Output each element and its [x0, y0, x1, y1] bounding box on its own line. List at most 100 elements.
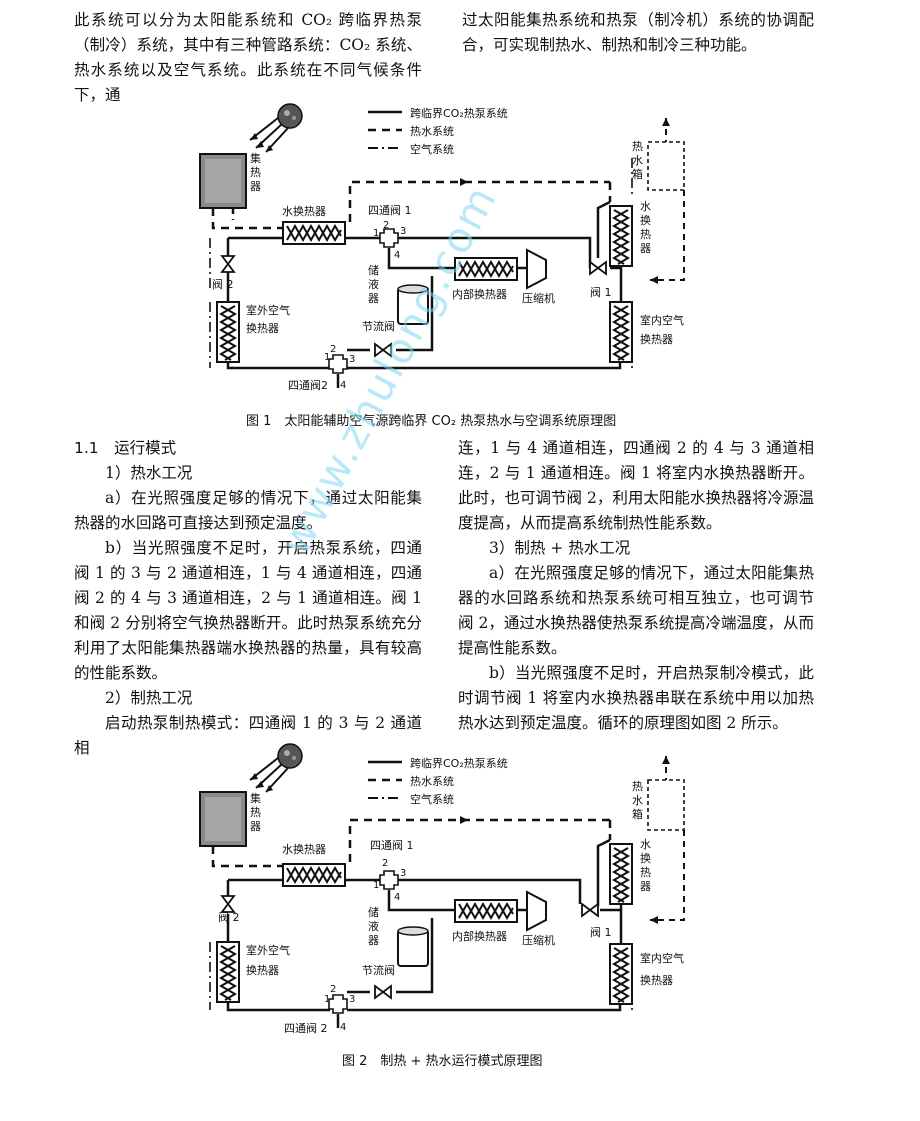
subheading-heating: 2）制热工况 [105, 689, 193, 707]
indoor-air-label-2: 换热器 [640, 332, 673, 346]
indoor-air-heat-exchanger-2 [609, 943, 633, 1005]
compressor-label: 压缩机 [522, 291, 555, 305]
indoor-water-heat-exchanger [609, 205, 633, 267]
legend-co2-label: 跨临界CO₂热泵系统 [410, 106, 508, 120]
indoor-water-heat-exchanger-2 [609, 843, 633, 905]
svg-text:1: 1 [373, 228, 379, 239]
svg-text:2: 2 [330, 344, 336, 355]
four-way-valve-2-fig2 [328, 994, 348, 1014]
indoor-air-label-2b: 换热器 [640, 973, 673, 987]
outdoor-hx-label-1b: 室外空气 [246, 943, 290, 957]
sun-icon [249, 103, 303, 153]
svg-text:水: 水 [640, 838, 651, 851]
svg-text:器: 器 [640, 880, 651, 893]
four-way-valve-2 [328, 354, 348, 374]
valve4-2-label: 四通阀2 [288, 378, 328, 392]
svg-text:器: 器 [250, 180, 261, 193]
svg-text:器: 器 [640, 242, 651, 255]
subheading-hot-water: 1）热水工况 [105, 464, 193, 482]
hot-water-tank [647, 141, 685, 191]
throttle-valve-2 [374, 985, 392, 999]
svg-text:4: 4 [394, 250, 400, 261]
section-heading: 1.1 运行模式 [74, 439, 177, 457]
valve2-label-2: 阀 2 [218, 910, 240, 924]
indoor-air-heat-exchanger [609, 301, 633, 363]
svg-text:热: 热 [250, 166, 261, 179]
sun-icon [249, 743, 303, 793]
indoor-air-label-1b: 室内空气 [640, 951, 684, 965]
valve4-1-label: 四通阀 1 [368, 203, 412, 217]
indoor-air-label-1: 室内空气 [640, 313, 684, 327]
top-right-text: 过太阳能集热系统和热泵（制冷机）系统的协调配合，可实现制热水、制热和制冷三种功能… [462, 11, 814, 54]
svg-text:热: 热 [640, 866, 651, 879]
svg-text:热: 热 [632, 140, 643, 153]
paragraph-a: a）在光照强度足够的情况下，通过太阳能集热器的水回路可直接达到预定温度。 [74, 489, 422, 532]
outdoor-hx-label-1: 室外空气 [246, 303, 290, 317]
figure-1-diagram: 跨临界CO₂热泵系统 热水系统 空气系统 集 热 器 水换热器 阀 2 室外空气… [199, 103, 685, 392]
valve4-1-label-2: 四通阀 1 [370, 838, 414, 852]
internal-hx-label: 内部换热器 [452, 287, 507, 301]
valve-1-fig2 [581, 903, 599, 917]
right-column: 连，1 与 4 通道相连，四通阀 2 的 4 与 3 通道相连，2 与 1 通道… [458, 436, 814, 736]
legend-co2-label-2: 跨临界CO₂热泵系统 [410, 756, 508, 770]
figure-2-caption: 图 2 制热 + 热水运行模式原理图 [342, 1054, 543, 1069]
paragraph-b: b）当光照强度不足时，开启热泵系统，四通阀 1 的 3 与 2 通道相连，1 与… [74, 539, 422, 682]
svg-text:器: 器 [368, 292, 379, 305]
left-column: 1.1 运行模式 1）热水工况 a）在光照强度足够的情况下，通过太阳能集热器的水… [74, 436, 422, 761]
svg-text:水: 水 [640, 200, 651, 213]
svg-text:水: 水 [632, 794, 643, 807]
water-heat-exchanger-2 [282, 863, 346, 887]
water-heat-exchanger [282, 221, 346, 245]
hot-water-tank-2 [647, 779, 685, 831]
figure-2-diagram: 跨临界CO₂热泵系统 热水系统 空气系统 集 热 器 水换热器 阀 2 室外空气… [199, 743, 685, 1035]
outdoor-hx-label-2: 换热器 [246, 321, 279, 335]
legend-air-label: 空气系统 [410, 142, 454, 156]
svg-text:水: 水 [632, 154, 643, 167]
svg-text:液: 液 [368, 277, 379, 291]
valve4-2-label-2: 四通阀 2 [284, 1021, 328, 1035]
paragraph-e: a）在光照强度足够的情况下，通过太阳能集热器的水回路系统和热泵系统可相互独立，也… [458, 564, 814, 657]
compressor [526, 248, 547, 290]
outdoor-air-heat-exchanger-2 [216, 941, 240, 1003]
svg-text:换: 换 [640, 213, 651, 227]
paragraph-f: b）当光照强度不足时，开启热泵制冷模式，此时调节阀 1 将室内水换热器串联在系统… [458, 664, 814, 732]
svg-text:2: 2 [383, 220, 389, 231]
svg-text:4: 4 [394, 892, 400, 903]
legend-water-label: 热水系统 [410, 125, 454, 138]
legend-water-label-2: 热水系统 [410, 775, 454, 788]
svg-text:2: 2 [382, 858, 388, 869]
svg-text:3: 3 [349, 354, 355, 365]
outdoor-air-heat-exchanger [216, 301, 240, 363]
outdoor-hx-label-2b: 换热器 [246, 963, 279, 977]
svg-text:器: 器 [250, 820, 261, 833]
valve1-label-2: 阀 1 [590, 925, 612, 939]
svg-text:3: 3 [400, 226, 406, 237]
compressor-label-2: 压缩机 [522, 933, 555, 947]
subheading-heating-hot-water: 3）制热 + 热水工况 [489, 539, 631, 557]
svg-text:1: 1 [373, 880, 379, 891]
valve-2 [221, 255, 235, 273]
valve2-label: 阀 2 [212, 277, 234, 291]
throttle-label-2: 节流阀 [362, 963, 395, 977]
svg-text:储: 储 [368, 905, 379, 919]
svg-text:1: 1 [324, 352, 330, 363]
top-left-paragraph: 此系统可以分为太阳能系统和 CO₂ 跨临界热泵（制冷）系统，其中有三种管路系统：… [74, 8, 422, 108]
four-way-valve-1-fig2 [379, 870, 399, 890]
four-way-valve-1 [379, 228, 399, 248]
svg-text:器: 器 [368, 934, 379, 947]
svg-text:热: 热 [640, 228, 651, 241]
svg-text:4: 4 [340, 380, 346, 391]
svg-text:4: 4 [340, 1022, 346, 1033]
paragraph-d: 连，1 与 4 通道相连，四通阀 2 的 4 与 3 通道相连，2 与 1 通道… [458, 439, 814, 532]
svg-text:2: 2 [330, 984, 336, 995]
throttle-label: 节流阀 [362, 319, 395, 333]
svg-text:储: 储 [368, 263, 379, 277]
top-left-text: 此系统可以分为太阳能系统和 CO₂ 跨临界热泵（制冷）系统，其中有三种管路系统：… [74, 11, 422, 104]
svg-text:3: 3 [400, 868, 406, 879]
valve1-label: 阀 1 [590, 285, 612, 299]
svg-text:集: 集 [250, 791, 261, 805]
svg-text:1: 1 [324, 994, 330, 1005]
internal-hx-label-2: 内部换热器 [452, 929, 507, 943]
internal-heat-exchanger-2 [454, 899, 518, 923]
collector-label-1: 集 [250, 151, 261, 165]
